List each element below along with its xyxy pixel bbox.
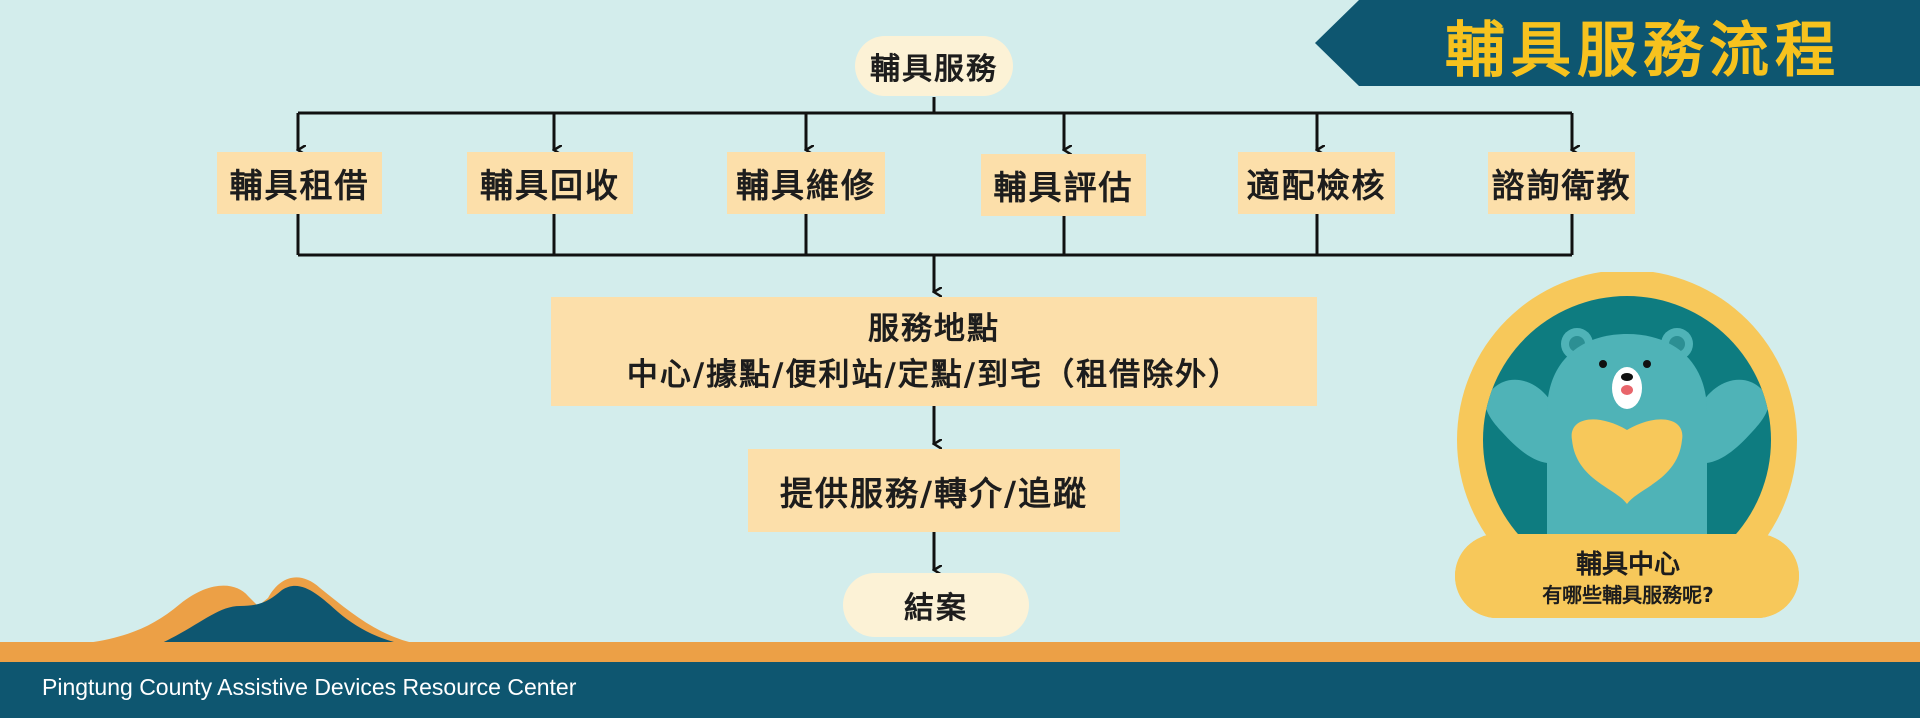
bear-mascot-icon [1455, 272, 1799, 618]
service-node-fitting-check: 適配檢核 [1238, 152, 1395, 214]
root-node: 輔具服務 [855, 36, 1013, 96]
provide-service-node: 提供服務/轉介/追蹤 [748, 449, 1120, 532]
footer-bar [0, 662, 1920, 718]
service-node-assessment: 輔具評估 [981, 154, 1146, 216]
title-banner: 輔具服務流程 [1315, 0, 1920, 86]
mascot-caption-line2: 有哪些輔具服務呢? [1542, 583, 1714, 607]
footer-accent-stripe [0, 642, 1920, 664]
footer-text: Pingtung County Assistive Devices Resour… [42, 674, 577, 700]
mascot-caption-line1: 輔具中心 [1575, 550, 1680, 580]
mountain-decoration [30, 577, 450, 648]
service-node-consultation: 諮詢衛教 [1488, 152, 1635, 214]
location-node: 服務地點 中心/據點/便利站/定點/到宅（租借除外） [551, 297, 1317, 406]
service-node-rental: 輔具租借 [217, 152, 382, 214]
service-node-recycle: 輔具回收 [467, 152, 633, 214]
location-detail: 中心/據點/便利站/定點/到宅（租借除外） [626, 356, 1242, 393]
location-title: 服務地點 [868, 310, 1000, 347]
service-node-repair: 輔具維修 [727, 152, 885, 214]
end-node: 結案 [843, 573, 1029, 637]
page-title: 輔具服務流程 [1445, 16, 1841, 86]
